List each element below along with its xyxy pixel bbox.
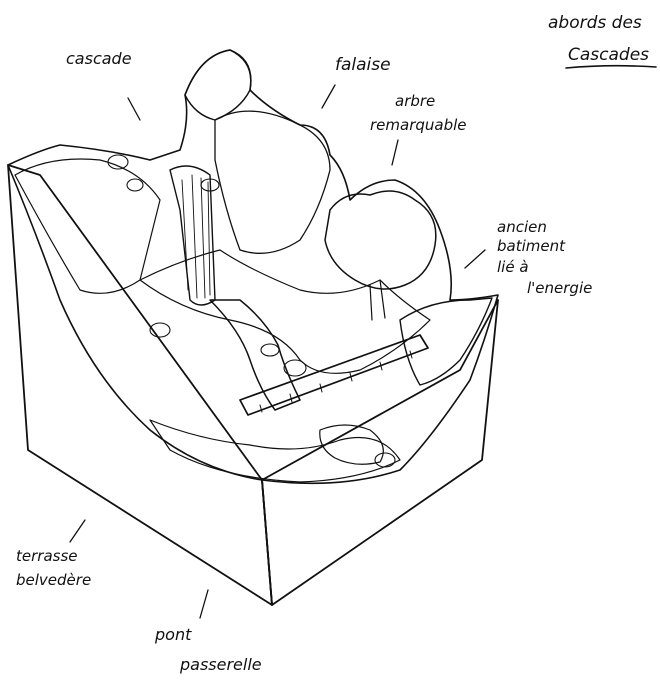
label-terrasse-1: terrasse	[16, 547, 78, 565]
leader-lines	[70, 85, 485, 618]
leader-falaise	[322, 85, 335, 108]
valley-basin	[140, 250, 430, 373]
label-cascade: cascade	[66, 49, 132, 68]
cliff-face	[215, 111, 330, 253]
label-batiment-3: lié à	[497, 258, 529, 276]
block-front-edge	[262, 480, 272, 605]
annotations: cascade falaise arbre remarquable ancien…	[16, 49, 592, 674]
block-left-face	[8, 165, 272, 605]
leader-cascade	[128, 98, 140, 120]
leader-batiment	[465, 250, 485, 268]
title-line-1: abords des	[548, 13, 642, 33]
leader-terrasse	[70, 520, 85, 542]
leader-arbre	[392, 140, 398, 165]
label-batiment-2: batiment	[497, 237, 566, 255]
remarkable-tree	[325, 191, 436, 320]
terrain	[8, 50, 498, 483]
cliff-top-rock	[185, 50, 251, 120]
terrain-outline	[8, 50, 498, 483]
title-underline	[566, 66, 656, 68]
leader-pont	[200, 590, 208, 618]
label-terrasse-2: belvedère	[16, 571, 91, 589]
block-right-face	[262, 300, 498, 605]
block-faces	[8, 165, 498, 605]
label-batiment-4: l'energie	[527, 279, 592, 297]
waterfall	[170, 166, 215, 305]
label-arbre-2: remarquable	[370, 116, 467, 134]
sketch-title: abords des Cascades	[548, 13, 656, 68]
label-pont-1: pont	[154, 625, 192, 644]
label-pont-2: passerelle	[179, 655, 262, 674]
river	[210, 300, 300, 410]
label-batiment-1: ancien	[497, 218, 547, 236]
label-arbre-1: arbre	[395, 92, 435, 110]
old-building	[400, 298, 492, 385]
label-falaise: falaise	[335, 55, 391, 75]
title-line-2: Cascades	[568, 45, 649, 65]
